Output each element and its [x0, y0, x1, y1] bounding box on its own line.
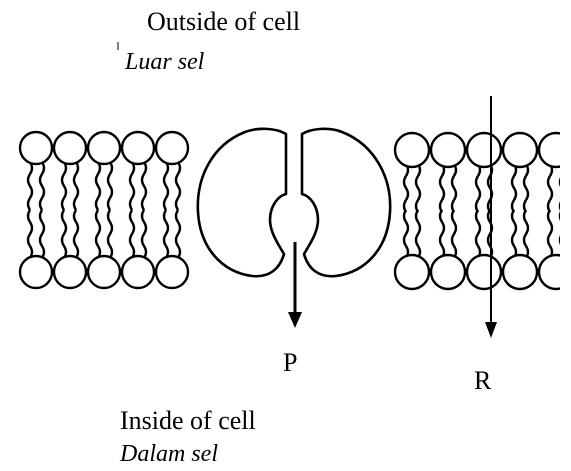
- arrow-r-label: R: [474, 368, 491, 394]
- channel-protein-right-half: [302, 129, 390, 276]
- left-lower-leaflet: [20, 210, 188, 288]
- arrow-p-label: P: [283, 350, 297, 376]
- right-lipid-bilayer: [395, 125, 571, 295]
- right-lower-leaflet: [395, 210, 571, 289]
- arrow-p: [288, 242, 302, 328]
- channel-protein-left-half: [198, 129, 286, 276]
- left-upper-leaflet: [20, 132, 188, 210]
- inside-label-my: Dalam sel: [120, 442, 218, 466]
- inside-label-en: Inside of cell: [120, 408, 256, 434]
- outside-label-my: Luar sel: [125, 50, 204, 74]
- left-lipid-bilayer: [0, 125, 188, 295]
- right-upper-leaflet: [395, 133, 571, 212]
- outside-label-en: Outside of cell: [147, 9, 300, 35]
